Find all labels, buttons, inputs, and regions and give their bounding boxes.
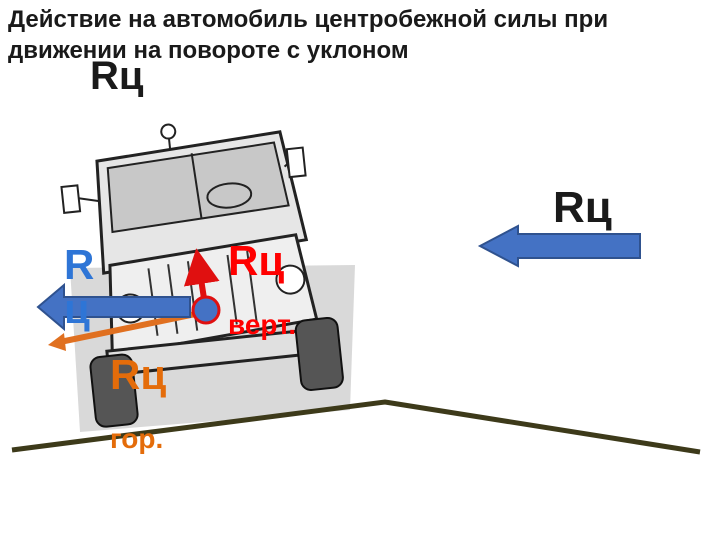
label-rc-vertical: Rц	[228, 237, 285, 284]
label-rc-horizontal: Rц	[110, 351, 167, 398]
right-headlight	[275, 264, 306, 295]
truck-windshield	[106, 141, 290, 234]
right-wheel	[294, 316, 344, 391]
slide-title: Действие на автомобиль центробежной силы…	[8, 6, 609, 64]
centrifugal-force-arrow-right	[477, 224, 641, 268]
left-wheel	[89, 353, 139, 428]
steering-wheel	[206, 182, 253, 209]
centrifugal-force-arrow-left	[36, 282, 191, 332]
right-mirror	[285, 146, 307, 179]
label-rc-title: Rц	[90, 54, 144, 98]
ground-line	[11, 399, 701, 455]
left-mirror	[60, 184, 82, 214]
truck-illustration	[60, 123, 355, 432]
center-of-mass-point	[191, 295, 221, 325]
roof-lamp	[160, 123, 177, 140]
label-rc-left: Rц	[64, 241, 95, 332]
label-rc-right: Rц	[553, 183, 612, 232]
label-horizontal-subscript: гор.	[110, 423, 164, 454]
label-vertical-subscript: верт.	[228, 309, 297, 340]
